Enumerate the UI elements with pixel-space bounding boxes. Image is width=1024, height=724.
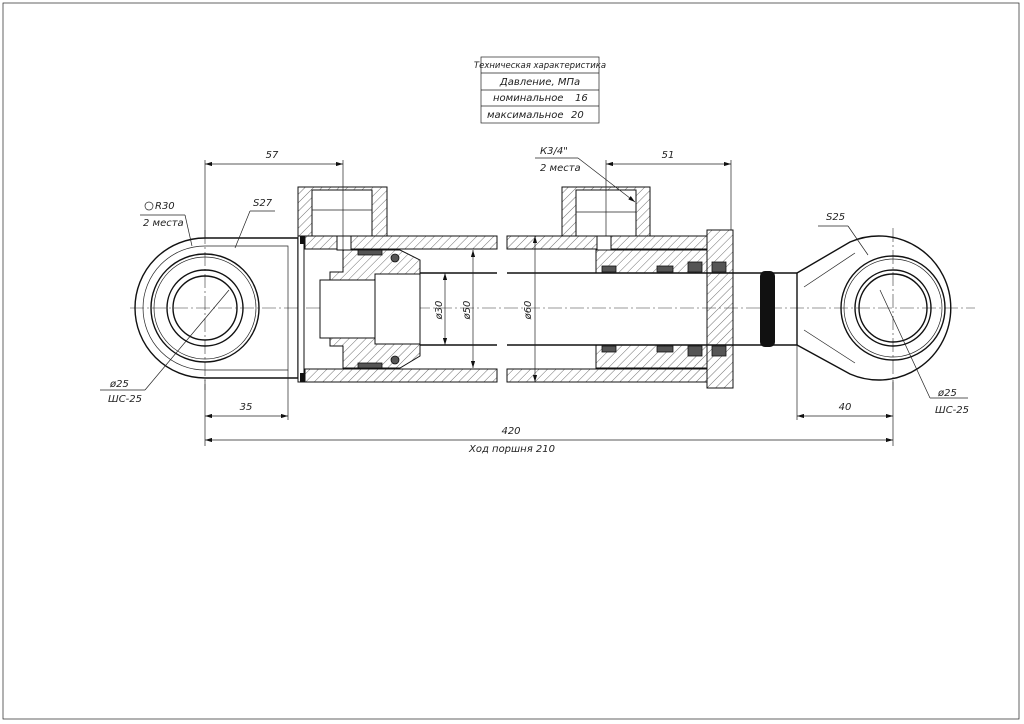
left-radius-count: 2 места — [143, 218, 184, 229]
left-width-label: S27 — [253, 198, 273, 209]
dim-tube-dia: ø60 — [523, 301, 534, 321]
dim-piston-dia: ø50 — [462, 301, 473, 321]
port-count-label: 2 места — [540, 163, 581, 174]
dim-rod-dia: ø30 — [434, 301, 445, 321]
left-rod-eye — [134, 235, 305, 383]
dimensions: 57 51 35 40 420 Ход поршня 210 ø30 ø50 ø… — [204, 150, 894, 455]
left-radius-label: R30 — [155, 201, 175, 212]
left-bearing-label: ШС-25 — [108, 394, 142, 405]
piston-rod — [420, 271, 798, 347]
spec-row-label: номинальное — [493, 93, 563, 104]
radius-symbol-icon — [144, 201, 154, 211]
rod-gland — [595, 249, 727, 369]
spec-table: Техническая характеристика Давление, МПа… — [474, 56, 606, 124]
dim-left-port: 57 — [266, 150, 279, 161]
port-thread-label: К3/4" — [540, 146, 568, 157]
wiper-seal — [760, 271, 775, 347]
right-bore-label: ø25 — [937, 388, 957, 399]
spec-pressure-label: Давление, МПа — [499, 77, 580, 88]
spec-row-label: максимальное — [487, 110, 563, 121]
dim-right-port: 51 — [662, 150, 675, 161]
spec-row-value: 20 — [571, 110, 584, 121]
left-bore-label: ø25 — [109, 379, 129, 390]
dim-left-eye: 35 — [240, 402, 253, 413]
right-bearing-label: ШС-25 — [935, 405, 969, 416]
spec-row-value: 16 — [575, 93, 588, 104]
right-width-label: S25 — [826, 212, 845, 223]
left-port — [297, 186, 388, 251]
dim-overall-length: 420 — [501, 426, 520, 437]
dim-stroke: Ход поршня 210 — [468, 444, 555, 455]
spec-title: Техническая характеристика — [474, 61, 606, 71]
piston — [319, 249, 421, 369]
right-rod-eye — [796, 235, 952, 381]
annotations: R30 2 места S27 ø25 ШС-25 К3/4" 2 места … — [100, 146, 969, 416]
dim-right-eye: 40 — [839, 402, 852, 413]
